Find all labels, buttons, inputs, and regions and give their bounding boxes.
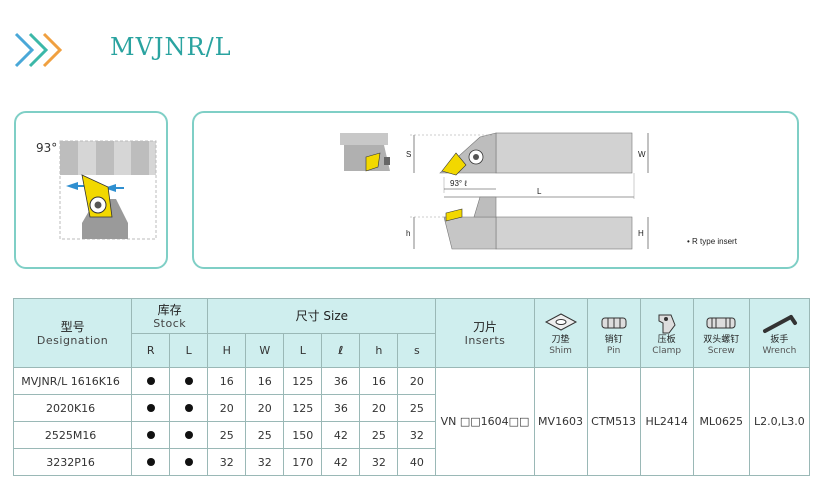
in-stock-dot-icon [146, 430, 155, 439]
in-stock-dot-icon [184, 430, 193, 439]
dim-s: S [406, 150, 411, 159]
screw-header: 双头螺钉 Screw [692, 298, 750, 368]
size-col-header: ℓ [321, 333, 361, 368]
size-cell: 16 [359, 367, 399, 395]
in-stock-dot-icon [146, 403, 155, 412]
size-col-header: h [359, 333, 399, 368]
stock-r-cell [131, 421, 171, 449]
pin-header: 销钉 Pin [586, 298, 641, 368]
spec-table: 型号 Designation 库存 Stock 尺寸 Size 刀片 Inser… [12, 298, 811, 476]
size-cell: 150 [283, 421, 323, 449]
stock-r-cell [131, 394, 171, 422]
clamp-header: 压板 Clamp [639, 298, 694, 368]
size-cell: 16 [245, 367, 285, 395]
size-cell: 20 [207, 394, 247, 422]
screw-cell: ML0625 [692, 367, 750, 476]
stock-l-cell [169, 448, 209, 476]
size-col-header: H [207, 333, 247, 368]
tool-holder-drawing: S W 93° ℓ L h H [340, 132, 649, 250]
wrench-cell: L2.0,L3.0 [748, 367, 811, 476]
in-stock-dot-icon [146, 376, 155, 385]
page-title: MVJNR/L [110, 33, 232, 61]
pin-icon [601, 317, 627, 329]
size-cell: 36 [321, 367, 361, 395]
stock-l-cell [169, 421, 209, 449]
designation-cell: 2525M16 [12, 421, 133, 449]
size-cell: 42 [321, 448, 361, 476]
size-cell: 42 [321, 421, 361, 449]
screw-icon [706, 317, 736, 329]
size-cell: 125 [283, 394, 323, 422]
designation-cell: 2020K16 [12, 394, 133, 422]
stock-l-header: L [169, 333, 209, 368]
size-cell: 170 [283, 448, 323, 476]
size-col-header: s [397, 333, 437, 368]
size-cell: 125 [283, 367, 323, 395]
size-cell: 25 [359, 421, 399, 449]
insert-cell: VN □□1604□□ [435, 367, 535, 476]
designation-cell: MVJNR/L 1616K16 [12, 367, 133, 395]
stock-r-header: R [131, 333, 171, 368]
size-cell: 32 [359, 448, 399, 476]
insert-type-note: • R type insert [687, 237, 737, 246]
in-stock-dot-icon [146, 457, 155, 466]
size-cell: 32 [245, 448, 285, 476]
wrench-header: 扳手 Wrench [748, 298, 811, 368]
size-cell: 20 [397, 367, 437, 395]
dim-angle: 93° ℓ [450, 179, 467, 188]
shim-header: 刀垫 Shim [533, 298, 588, 368]
dim-h-small: h [406, 229, 410, 238]
size-cell: 32 [207, 448, 247, 476]
size-cell: 20 [359, 394, 399, 422]
clamp-cell: HL2414 [639, 367, 694, 476]
dim-h-big: H [638, 229, 644, 238]
wrench-icon [763, 315, 798, 333]
size-cell: 32 [397, 421, 437, 449]
stock-l-cell [169, 394, 209, 422]
size-cell: 36 [321, 394, 361, 422]
size-cell: 40 [397, 448, 437, 476]
dim-l: L [537, 187, 542, 196]
insert-angle-illustration [59, 140, 157, 240]
stock-r-cell [131, 367, 171, 395]
size-col-header: W [245, 333, 285, 368]
chevron-logo-icon [14, 32, 63, 68]
designation-header: 型号 Designation [12, 298, 133, 368]
size-cell: 25 [397, 394, 437, 422]
table-row: 3232P16 32 32 170 42 32 40 [12, 448, 810, 476]
shim-icon [544, 313, 577, 331]
stock-header: 库存 Stock [131, 298, 209, 334]
size-col-header: L [283, 333, 323, 368]
stock-l-cell [169, 367, 209, 395]
table-row: MVJNR/L 1616K16 16 16 125 36 16 20 VN □□… [12, 367, 811, 476]
size-cell: 25 [245, 421, 285, 449]
shim-cell: MV1603 [533, 367, 588, 476]
clamp-icon [658, 314, 676, 334]
angle-label: 93° [36, 141, 58, 155]
inserts-header: 刀片 Inserts [435, 298, 535, 368]
in-stock-dot-icon [184, 403, 193, 412]
angle-diagram-panel: 93° [14, 111, 168, 269]
pin-cell: CTM513 [586, 367, 641, 476]
size-cell: 25 [207, 421, 247, 449]
size-header: 尺寸 Size [207, 298, 437, 334]
in-stock-dot-icon [184, 376, 193, 385]
tool-drawing-panel: S W 93° ℓ L h H • R type insert [192, 111, 799, 269]
size-cell: 20 [245, 394, 285, 422]
stock-r-cell [131, 448, 171, 476]
size-cell: 16 [207, 367, 247, 395]
designation-cell: 3232P16 [12, 448, 133, 476]
dim-w: W [638, 150, 646, 159]
in-stock-dot-icon [184, 457, 193, 466]
